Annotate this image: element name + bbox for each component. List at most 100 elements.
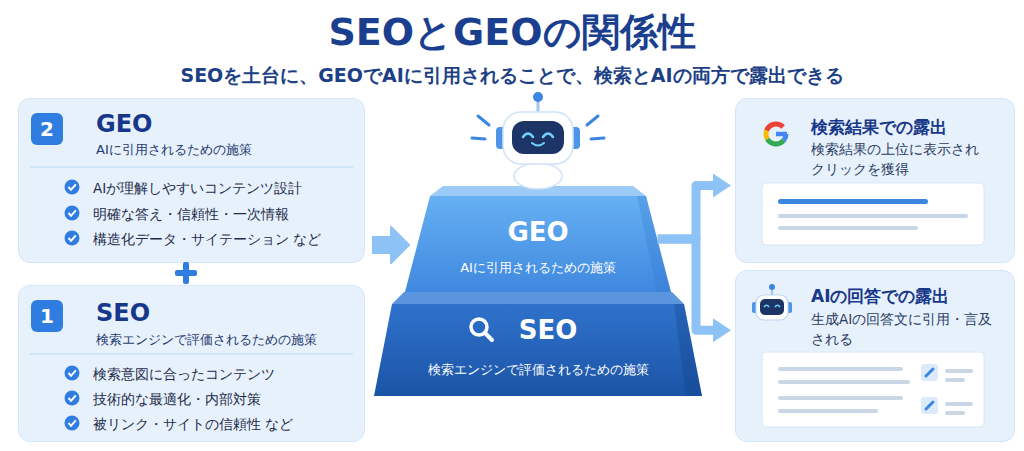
link-icon — [921, 364, 938, 381]
tier-heading: SEO — [374, 315, 702, 345]
result-text-bar — [778, 214, 968, 218]
sparkle-line — [587, 116, 598, 125]
check-item: AIが理解しやすいコンテンツ設計 — [93, 178, 302, 198]
divider-line — [30, 167, 353, 168]
magnifier-icon — [471, 319, 487, 335]
robot-eye — [543, 134, 553, 138]
magnifier-handle — [485, 333, 492, 340]
check-mark — [69, 184, 76, 189]
google-icon — [767, 124, 783, 131]
tier-subheading: AIに引用されるための施策 — [405, 259, 671, 277]
robot-antenna — [771, 288, 773, 296]
step-number: 2 — [31, 113, 63, 145]
check-icon — [65, 180, 80, 195]
panel-heading: 検索結果での露出 — [811, 116, 947, 138]
approach-panel: 1 SEO 検索エンジンで評価されるための施策検索意図に合ったコンテンツ技術的な最適… — [18, 285, 365, 442]
panel-subheading: 検索エンジンで評価されるための施策 — [96, 331, 317, 349]
tier-face — [392, 292, 684, 304]
panel-body: 生成AIの回答文に引用・言及 される — [811, 309, 1001, 349]
plus-sign — [175, 270, 197, 276]
link-icon — [921, 397, 938, 414]
robot-eye — [775, 305, 780, 307]
connector-arrow — [658, 239, 717, 330]
answer-text-bar — [778, 380, 910, 384]
panel-body: 検索結果の上位に表示され クリックを獲得 — [811, 139, 1001, 179]
answer-text-bar — [945, 411, 965, 415]
robot-head — [756, 295, 788, 320]
answer-text-bar — [945, 369, 973, 373]
answer-text-bar — [945, 402, 973, 406]
answer-text-bar — [778, 396, 903, 400]
check-mark — [69, 210, 76, 215]
step-number: 1 — [31, 300, 63, 332]
robot-headphone — [570, 127, 580, 149]
tier-subheading: 検索エンジンで評価されるための施策 — [374, 361, 702, 379]
step-badge: 2 — [31, 113, 63, 145]
exposure-panel: 検索結果での露出検索結果の上位に表示され クリックを獲得 — [735, 98, 1015, 263]
check-item: 明確な答え・信頼性・一次情報 — [93, 204, 289, 224]
robot-eye — [523, 134, 533, 138]
panel-subheading: AIに引用されるための施策 — [96, 141, 252, 159]
tier-heading: GEO — [405, 217, 671, 247]
check-mark — [69, 235, 76, 240]
google-icon — [767, 139, 783, 144]
robot-head — [503, 112, 573, 164]
flow-arrow — [373, 227, 409, 263]
sparkle-line — [472, 138, 485, 139]
check-icon — [65, 391, 80, 406]
check-item: 構造化データ・サイテーション など — [93, 229, 321, 249]
robot-headphone — [496, 127, 506, 149]
tier-face — [405, 196, 671, 292]
answer-text-bar — [778, 367, 903, 371]
tier-face — [637, 196, 671, 292]
answer-text-bar — [778, 409, 878, 413]
check-icon — [65, 231, 80, 246]
tier-face — [430, 186, 646, 196]
robot-mouth — [532, 143, 544, 146]
exposure-panel: AIの回答での露出生成AIの回答文に引用・言及 される — [735, 270, 1015, 442]
sparkle-line — [478, 116, 489, 125]
approach-panel: 2GEOAIに引用されるための施策AIが理解しやすいコンテンツ設計明確な答え・信… — [18, 98, 365, 263]
connector-arrow — [658, 185, 717, 239]
google-icon — [784, 134, 786, 140]
robot-face — [512, 121, 564, 154]
plus-sign — [183, 262, 189, 284]
google-icon — [776, 132, 787, 137]
check-icon — [65, 416, 80, 431]
google-icon — [766, 131, 767, 139]
result-text-bar — [778, 226, 918, 230]
robot-eye — [764, 305, 769, 307]
check-mark — [69, 395, 76, 400]
robot-headphone — [787, 302, 792, 313]
robot-antenna — [537, 100, 540, 113]
robot-face — [760, 299, 784, 315]
divider-line — [30, 354, 353, 355]
check-item: 検索意図に合ったコンテンツ — [93, 364, 275, 384]
check-item: 技術的な最適化・内部対策 — [93, 389, 261, 409]
step-badge: 1 — [31, 300, 63, 332]
check-mark — [69, 370, 76, 375]
robot-antenna-ball — [769, 284, 775, 290]
check-item: 被リンク・サイトの信頼性 など — [93, 414, 293, 434]
panel-heading: AIの回答での露出 — [811, 285, 949, 307]
pyramid-tier: GEO AIに引用されるための施策 — [405, 186, 671, 292]
pyramid-tier: SEO 検索エンジンで評価されるための施策 — [374, 292, 702, 396]
link-icon — [926, 369, 933, 376]
answer-text-bar — [945, 378, 965, 382]
tier-face — [374, 304, 702, 396]
panel-heading: SEO — [96, 299, 150, 327]
robot-headphone — [752, 302, 757, 313]
sparkle-line — [591, 138, 604, 139]
robot-body — [514, 163, 562, 189]
tier-face — [674, 304, 702, 396]
result-title-bar — [778, 199, 928, 204]
result-card — [762, 183, 984, 245]
link-icon — [926, 402, 933, 409]
answer-card — [762, 352, 984, 427]
check-icon — [65, 206, 80, 221]
robot-antenna-ball — [533, 92, 543, 102]
diagram-title: SEOとGEOの関係性 — [0, 10, 1024, 54]
subtitle: SEOを土台に、GEOでAIに引用されることで、検索とAIの両方で露出できる — [0, 63, 1024, 87]
check-mark — [69, 420, 76, 425]
check-icon — [65, 366, 80, 381]
